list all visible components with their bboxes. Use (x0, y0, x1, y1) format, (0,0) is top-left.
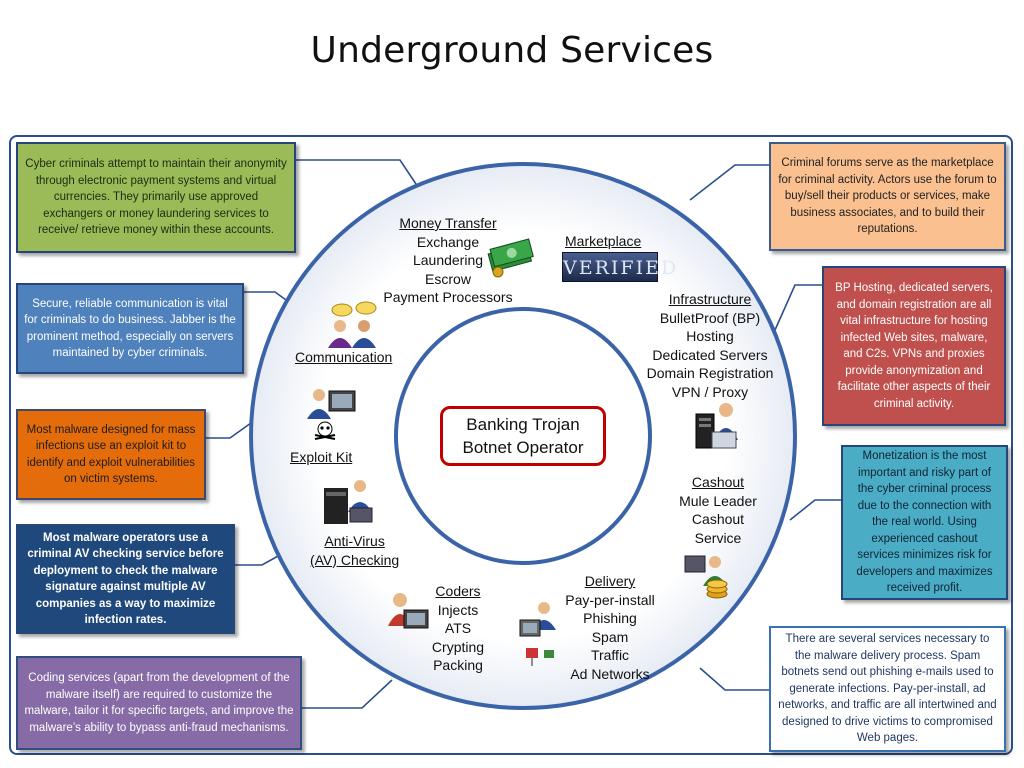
service-communication: Communication (295, 348, 392, 367)
anti-virus-heading: Anti-Virus (324, 533, 385, 549)
service-cashout: Cashout Mule Leader Cashout Service (670, 473, 766, 547)
av-computer-icon (324, 480, 373, 524)
cashout-heading: Cashout (691, 474, 745, 490)
delivery-heading: Delivery (584, 573, 636, 589)
coders-item: Crypting (431, 638, 485, 655)
callout-communication: Secure, reliable communication is vital … (16, 283, 244, 374)
connector-lines (206, 159, 841, 709)
coders-heading: Coders (435, 583, 481, 599)
callout-forums: Criminal forums serve as the marketplace… (769, 142, 1006, 251)
service-coders: Coders Injects ATS Crypting Packing (428, 582, 488, 675)
callout-av-text: Most malware operators use a criminal AV… (27, 531, 224, 627)
money-transfer-item: Exchange (416, 233, 480, 250)
coins-user-icon (684, 555, 728, 599)
money-transfer-item: Laundering (412, 252, 484, 268)
callout-exploit-text: Most malware designed for mass infection… (26, 423, 196, 486)
callout-delivery: There are several services necessary to … (769, 626, 1006, 752)
delivery-item: Phishing (583, 610, 637, 626)
cashout-item: Service (694, 529, 742, 546)
marketplace-heading: Marketplace (565, 233, 642, 249)
cashout-item: Cashout (691, 511, 745, 527)
delivery-item: Traffic (590, 647, 630, 663)
callout-coding: Coding services (apart from the developm… (16, 656, 302, 750)
network-computer-icon (519, 602, 556, 666)
cashout-item: Mule Leader (679, 492, 757, 509)
callout-exploit: Most malware designed for mass infection… (16, 409, 206, 500)
callout-monetization: Monetization is the most important and r… (841, 445, 1008, 600)
verified-logo-icon: VERIFIED (562, 252, 676, 282)
chat-users-icon (328, 301, 377, 348)
service-infrastructure: Infrastructure BulletProof (BP) Hosting … (642, 290, 778, 401)
exploit-kit-heading: Exploit Kit (290, 449, 353, 465)
coder-computer-icon (388, 593, 429, 629)
callout-monetization-text: Monetization is the most important and r… (856, 450, 993, 595)
callout-coding-text: Coding services (apart from the developm… (24, 672, 294, 734)
service-exploit-kit: Exploit Kit (290, 448, 352, 467)
infrastructure-item: BulletProof (BP) (659, 309, 761, 326)
callout-forums-text: Criminal forums serve as the marketplace… (778, 157, 997, 236)
delivery-item: Spam (591, 628, 629, 645)
callout-hosting: BP Hosting, dedicated servers, and domai… (822, 266, 1006, 426)
service-anti-virus: Anti-Virus (AV) Checking (310, 532, 399, 569)
center-line1: Banking Trojan (466, 415, 580, 434)
infrastructure-heading: Infrastructure (668, 291, 752, 307)
callout-communication-text: Secure, reliable communication is vital … (24, 297, 236, 360)
callout-money-text: Cyber criminals attempt to maintain thei… (25, 158, 287, 237)
money-transfer-item: Escrow (425, 270, 471, 287)
infrastructure-item: Hosting (686, 328, 734, 344)
coders-item: Packing (433, 657, 483, 673)
infrastructure-item: Domain Registration (646, 365, 774, 381)
service-money-transfer: Money Transfer Exchange Laundering Escro… (378, 214, 518, 307)
server-user-icon (695, 403, 738, 449)
coders-item: ATS (444, 620, 472, 636)
money-transfer-heading: Money Transfer (399, 215, 497, 231)
service-delivery: Delivery Pay-per-install Phishing Spam T… (560, 572, 660, 683)
money-transfer-item: Payment Processors (383, 289, 513, 305)
coders-item: Injects (437, 601, 479, 618)
service-marketplace: Marketplace (565, 232, 641, 251)
callout-delivery-text: There are several services necessary to … (778, 633, 997, 745)
callout-money: Cyber criminals attempt to maintain thei… (16, 142, 296, 253)
delivery-item: Ad Networks (570, 665, 650, 682)
skull-hacker-icon (307, 389, 356, 440)
communication-heading: Communication (295, 349, 393, 365)
center-box: Banking Trojan Botnet Operator (440, 406, 606, 466)
center-line2: Botnet Operator (462, 438, 584, 457)
money-stack-icon (487, 238, 534, 278)
delivery-item: Pay-per-install (565, 591, 655, 608)
page-title: Underground Services (310, 30, 714, 71)
infrastructure-item: Dedicated Servers (652, 346, 768, 363)
infrastructure-item: VPN / Proxy (671, 383, 749, 400)
av-checking-heading: (AV) Checking (310, 551, 400, 568)
callout-hosting-text: BP Hosting, dedicated servers, and domai… (835, 282, 993, 410)
callout-av: Most malware operators use a criminal AV… (16, 524, 235, 634)
